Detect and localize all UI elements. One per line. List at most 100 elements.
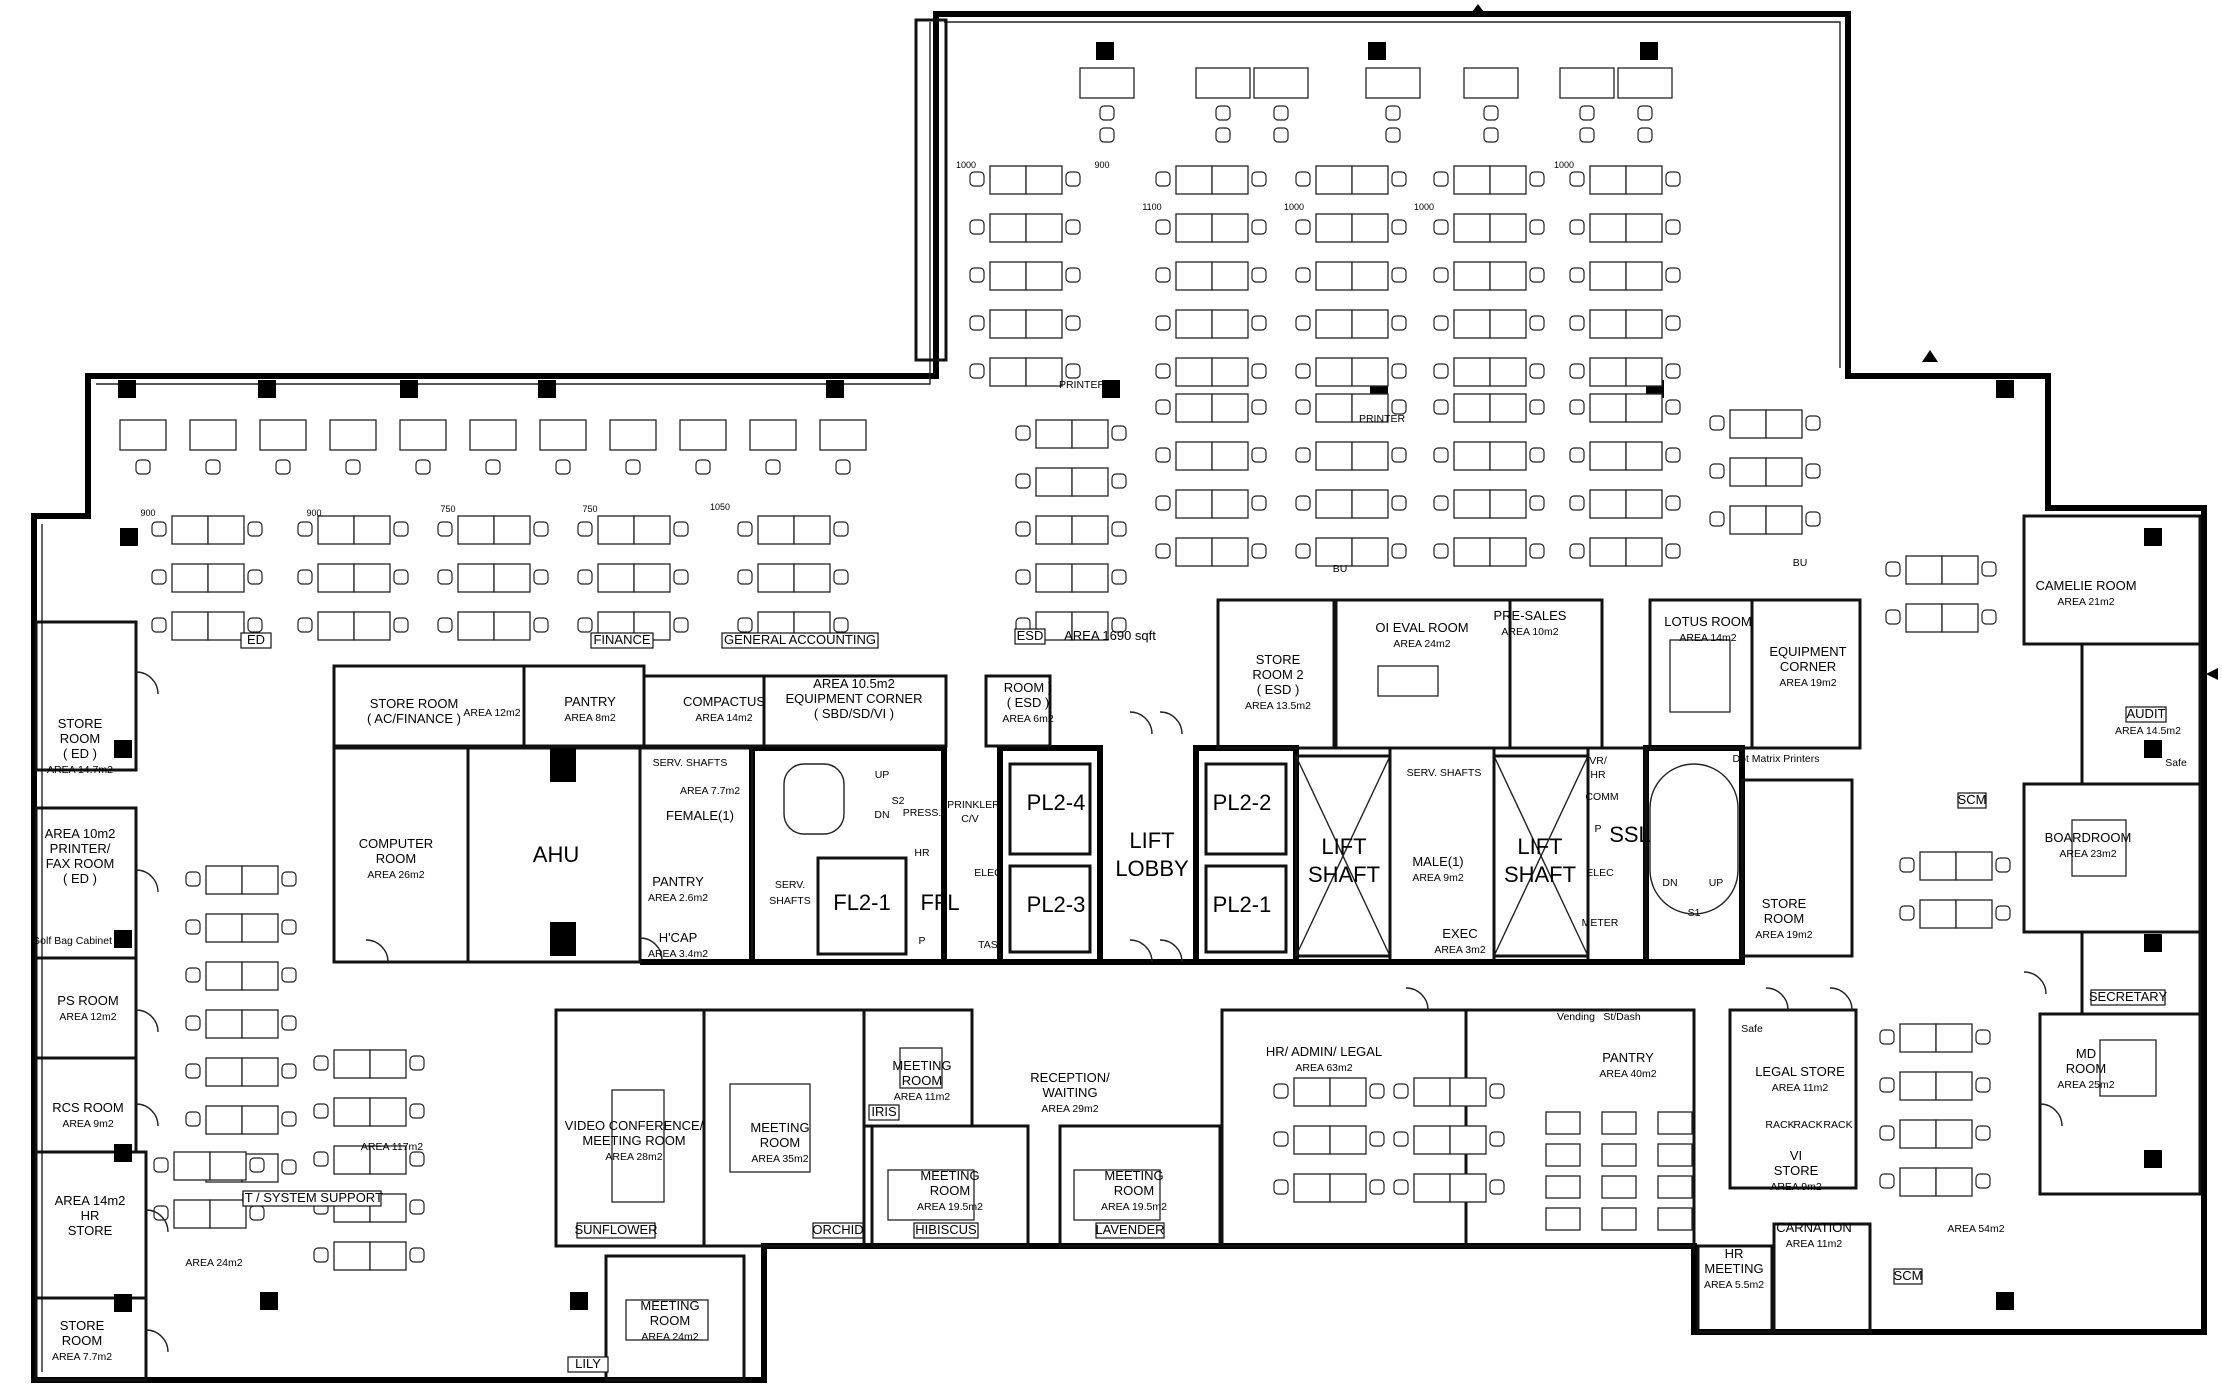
small-label-dn-2: DN — [1662, 877, 1677, 889]
zone-tag-text: AREA 1690 sqft — [1064, 628, 1156, 643]
chair-icon — [1975, 1125, 1991, 1141]
core-label-lift-shaft-1a: LIFT — [1321, 834, 1366, 859]
room-area: AREA 11m2 — [1786, 1238, 1843, 1250]
workstation-desk — [457, 563, 495, 593]
workstation-desk — [1489, 309, 1527, 339]
chair-icon — [1369, 1083, 1385, 1099]
chair-icon — [151, 617, 167, 633]
zone-tag-tag-secretary: SECRETARY — [2089, 989, 2168, 1006]
chair-icon — [533, 617, 549, 633]
chair-icon — [695, 459, 711, 475]
chair-icon — [1393, 1179, 1409, 1195]
chair-icon — [1111, 569, 1127, 585]
workstation-desk — [1453, 537, 1491, 567]
chair-icon — [1529, 543, 1545, 559]
chair-icon — [1879, 1077, 1895, 1093]
workstation-desk — [1625, 537, 1663, 567]
chair-icon — [313, 1055, 329, 1071]
chair-icon — [1569, 171, 1585, 187]
workstation-desk — [1211, 393, 1249, 423]
workstation-desk — [1351, 393, 1389, 423]
chair-icon — [1665, 447, 1681, 463]
workstation-desk — [1315, 537, 1353, 567]
room-area: AREA 54m2 — [1947, 1223, 2004, 1235]
chair-icon — [1579, 127, 1595, 143]
chair-icon — [1065, 315, 1081, 331]
room-area: AREA 11m2 — [894, 1091, 951, 1103]
chair-icon — [1805, 463, 1821, 479]
pantry-table — [1545, 1207, 1581, 1231]
room-name-line: MALE(1) — [1412, 854, 1463, 869]
workstation-desk — [1941, 555, 1979, 585]
workstation-desk — [317, 563, 355, 593]
workstation-desk — [1351, 441, 1389, 471]
chair-icon — [1155, 495, 1171, 511]
small-label-dot-matrix: Dot Matrix Printers — [1733, 753, 1820, 765]
chair-icon — [135, 459, 151, 475]
zone-tag-text: GENERAL ACCOUNTING — [724, 632, 876, 647]
chair-icon — [1391, 543, 1407, 559]
chair-icon — [249, 1205, 265, 1221]
chair-icon — [313, 1247, 329, 1263]
workstation-desk — [793, 515, 831, 545]
workstation-desk — [1905, 603, 1943, 633]
workstation-desk — [1489, 357, 1527, 387]
workstation-desk — [1935, 1119, 1973, 1149]
workstation-desk — [1489, 165, 1527, 195]
room-name-line: LEGAL STORE — [1755, 1064, 1845, 1079]
workstation-desk — [1625, 309, 1663, 339]
chair-icon — [1489, 1179, 1505, 1195]
workstation-desk — [1025, 309, 1063, 339]
chair-icon — [247, 617, 263, 633]
chair-icon — [1065, 363, 1081, 379]
chair-icon — [1805, 511, 1821, 527]
chair-icon — [1111, 473, 1127, 489]
door-swing — [2039, 1103, 2063, 1127]
workstation-desk — [989, 165, 1027, 195]
workstation-desk — [1211, 165, 1249, 195]
chair-icon — [1433, 399, 1449, 415]
workstation-desk — [317, 515, 355, 545]
chair-icon — [1899, 905, 1915, 921]
door-swing — [639, 937, 663, 961]
chair-icon — [1579, 105, 1595, 121]
workstation-desk — [493, 515, 531, 545]
room-area: AREA 13.5m2 — [1245, 700, 1311, 712]
workstation-desk — [1315, 261, 1353, 291]
workstation-desk — [1765, 409, 1803, 439]
meeting-table — [1377, 665, 1439, 697]
room-name-line: STORE — [1762, 896, 1807, 911]
workstation-desk — [1035, 467, 1073, 497]
chair-icon — [1433, 267, 1449, 283]
chair-icon — [1251, 363, 1267, 379]
chair-icon — [833, 521, 849, 537]
room-name-line: MEETING — [920, 1168, 979, 1183]
zone-tag-tag-lavender: LAVENDER — [1095, 1222, 1165, 1239]
workstation-desk — [1453, 213, 1491, 243]
workstation-desk — [1315, 441, 1353, 471]
room-area: AREA 28m2 — [605, 1151, 662, 1163]
chair-icon — [1155, 543, 1171, 559]
chair-icon — [437, 569, 453, 585]
room-name-line: PANTRY — [1602, 1050, 1654, 1065]
room-area: AREA 24m2 — [1393, 638, 1450, 650]
small-label-serv-shafts-1: SERV. SHAFTS — [653, 757, 728, 769]
room-name-line: MEETING — [892, 1058, 951, 1073]
zone-tag-text: SECRETARY — [2089, 989, 2168, 1004]
chair-icon — [577, 617, 593, 633]
chair-icon — [1295, 267, 1311, 283]
chair-icon — [533, 521, 549, 537]
zone-tag-tag-hibiscus: HIBISCUS — [913, 1222, 979, 1239]
chair-icon — [1995, 857, 2011, 873]
workstation-desk — [1919, 851, 1957, 881]
room-area: AREA 12m2 — [59, 1011, 116, 1023]
workstation-desk — [457, 611, 495, 641]
chair-icon — [185, 1063, 201, 1079]
